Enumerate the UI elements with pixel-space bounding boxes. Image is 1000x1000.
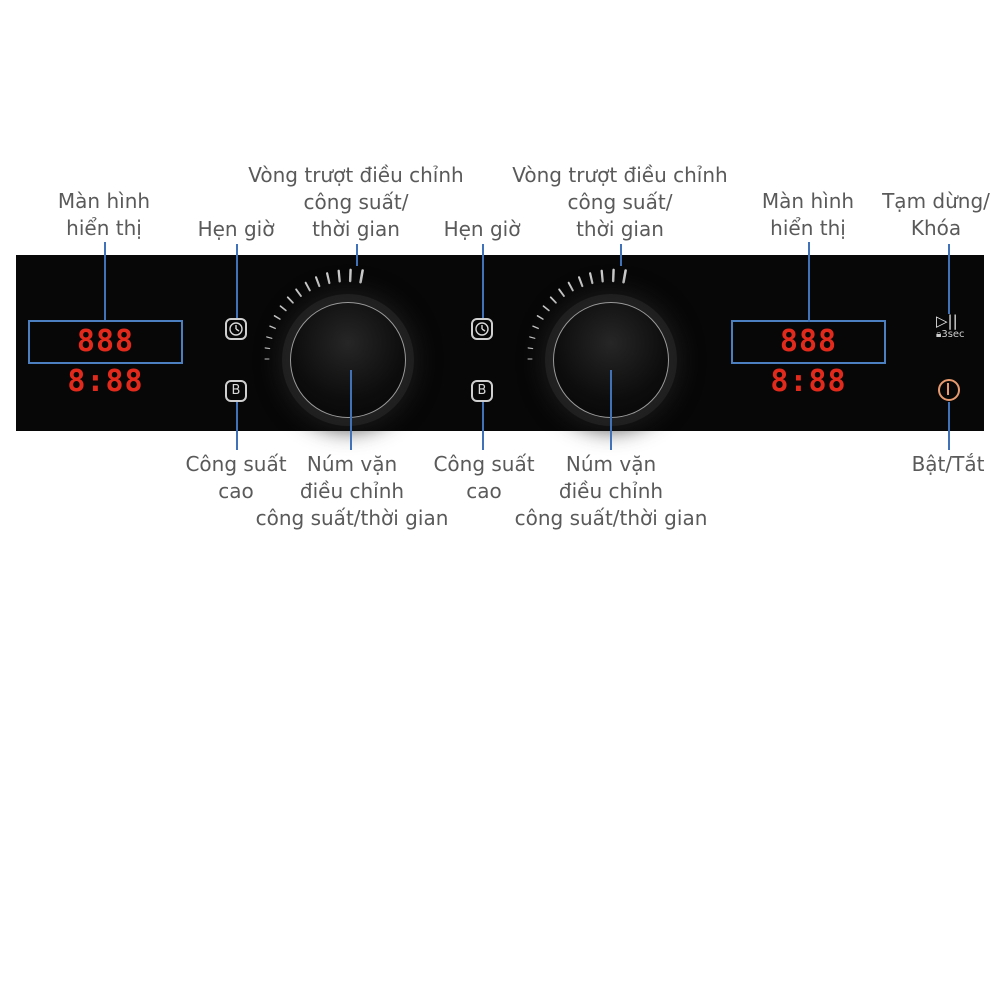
slider-tick xyxy=(558,288,565,297)
pause-lock-button[interactable]: ▷|| 🔒︎3sec xyxy=(936,313,965,341)
slider-tick xyxy=(269,325,276,330)
control-panel xyxy=(16,255,984,431)
slider-tick xyxy=(273,315,281,320)
slider-tick xyxy=(588,272,594,285)
lock-icon: 🔒︎ xyxy=(936,329,942,340)
timer-button-right[interactable] xyxy=(471,318,493,340)
leader-line xyxy=(948,244,950,314)
slider-tick xyxy=(314,276,321,288)
slider-tick xyxy=(622,269,627,284)
slider-tick xyxy=(532,325,539,330)
slider-tick xyxy=(549,296,557,304)
slider-tick xyxy=(529,336,536,339)
leader-line xyxy=(356,244,358,266)
label-timer-left: Hẹn giờ xyxy=(197,217,275,241)
slider-tick xyxy=(359,269,364,284)
slider-tick xyxy=(577,276,584,288)
timer-button-left[interactable] xyxy=(225,318,247,340)
slider-tick xyxy=(536,315,544,320)
slider-tick xyxy=(527,347,534,350)
slider-tick xyxy=(264,347,271,350)
slider-tick xyxy=(337,269,341,283)
slider-tick xyxy=(295,288,302,297)
leader-line xyxy=(236,402,238,450)
leader-line xyxy=(948,402,950,450)
leader-line xyxy=(350,370,352,450)
slider-tick xyxy=(266,336,273,339)
knob-left[interactable] xyxy=(290,302,406,418)
leader-line xyxy=(620,244,622,266)
power-button[interactable] xyxy=(938,379,960,401)
leader-line xyxy=(482,244,484,318)
boost-icon: B xyxy=(477,383,487,398)
pause-icon: ▷|| xyxy=(936,312,958,330)
slider-tick xyxy=(325,272,331,285)
slider-tick xyxy=(567,281,574,292)
leader-line xyxy=(482,402,484,450)
clock-icon xyxy=(475,322,489,336)
slider-tick xyxy=(542,305,550,312)
display-right: 888 8:88 xyxy=(731,320,886,399)
boost-button-right[interactable]: B xyxy=(471,380,493,402)
leader-line xyxy=(808,242,810,322)
slider-tick xyxy=(286,296,294,304)
slider-tick xyxy=(600,269,604,283)
slider-tick xyxy=(279,305,287,312)
leader-line xyxy=(236,244,238,318)
display-left: 888 8:88 xyxy=(28,320,183,399)
label-timer-right: Hẹn giờ xyxy=(443,217,521,241)
leader-line xyxy=(610,370,612,450)
label-power: Bật/Tắt xyxy=(911,452,985,476)
clock-icon xyxy=(229,322,243,336)
slider-tick xyxy=(304,281,311,292)
boost-icon: B xyxy=(231,383,241,398)
lock-hint: 🔒︎3sec xyxy=(936,329,965,340)
label-pause-lock: Tạm dừng/Khóa xyxy=(882,189,990,240)
boost-button-left[interactable]: B xyxy=(225,380,247,402)
leader-line xyxy=(104,242,106,320)
